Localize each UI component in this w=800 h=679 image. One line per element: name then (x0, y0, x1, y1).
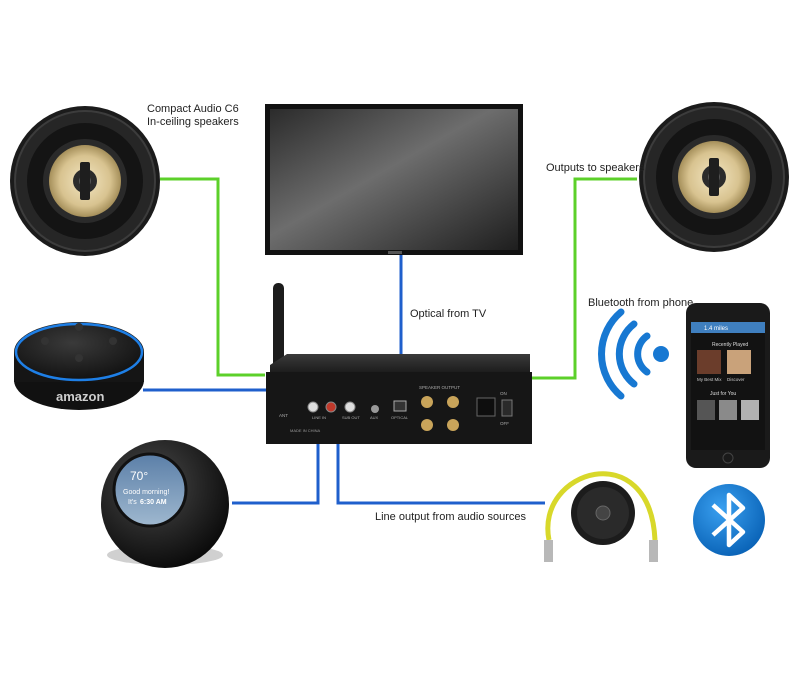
echo-spot-temp: 70° (130, 469, 148, 483)
speaker-wires (160, 177, 637, 380)
amp-aux-label: AUX (370, 415, 379, 420)
power-switch[interactable] (501, 399, 513, 417)
amp-sub-out-label: SUB OUT (342, 415, 360, 420)
sub-out-socket[interactable] (344, 401, 356, 413)
bluetooth-icon (693, 484, 765, 556)
amp-line-in-label: LINE IN (312, 415, 326, 420)
phone-icon: 1.4 miles Recently Played My Best Mix Di… (686, 303, 770, 468)
outputs-to-speakers-label: Outputs to speakers (546, 162, 645, 174)
echo-spot-time: 6:30 AM (140, 499, 167, 506)
amp-on-label: ON (500, 391, 507, 396)
amp-speaker-output-label: SPEAKER OUTPUT (419, 385, 460, 390)
echo-spot-greeting: Good morning! (123, 489, 169, 496)
phone-section2: Just for You (710, 391, 736, 397)
right-ceiling-speaker-icon (639, 102, 789, 252)
phone-header: 1.4 miles (704, 326, 728, 332)
echo-dot-icon: amazon (14, 322, 144, 410)
left-speaker-wire (160, 177, 265, 377)
optical-from-tv-label: Optical from TV (410, 308, 487, 320)
optical-socket[interactable] (393, 400, 407, 412)
amp-made-in-label: MADE IN CHINA (290, 428, 321, 433)
tv-icon (265, 104, 523, 255)
amplifier-icon: ANT SPEAKER OUTPUT SUB OUT AUX OPTICAL L… (266, 283, 532, 444)
chromecast-icon (544, 471, 658, 562)
line-in-right-socket[interactable] (325, 401, 337, 413)
bluetooth-from-phone-label: Bluetooth from phone (588, 297, 694, 309)
echo-dot-brand: amazon (56, 389, 104, 404)
line-in-left-socket[interactable] (307, 401, 319, 413)
amp-off-label: OFF (500, 421, 509, 426)
echo-spot-time-prefix: It's (128, 499, 137, 506)
phone-tile1: My Best Mix (697, 377, 722, 382)
aux-socket[interactable] (371, 405, 379, 413)
speaker-title-line1: Compact Audio C6 (147, 103, 239, 115)
amp-optical-label: OPTICAL (391, 415, 409, 420)
right-speaker-wire (528, 177, 637, 380)
left-ceiling-speaker-icon (10, 106, 160, 256)
speaker-title-line2: In-ceiling speakers (147, 116, 239, 128)
wireless-signal-icon (598, 308, 669, 400)
phone-section1: Recently Played (712, 342, 748, 348)
phone-tile2: Discover (727, 377, 745, 382)
echo-spot-icon: 70° Good morning! It's 6:30 AM (101, 440, 229, 568)
line-output-label: Line output from audio sources (375, 511, 527, 523)
amp-ant-label: ANT (279, 413, 288, 418)
